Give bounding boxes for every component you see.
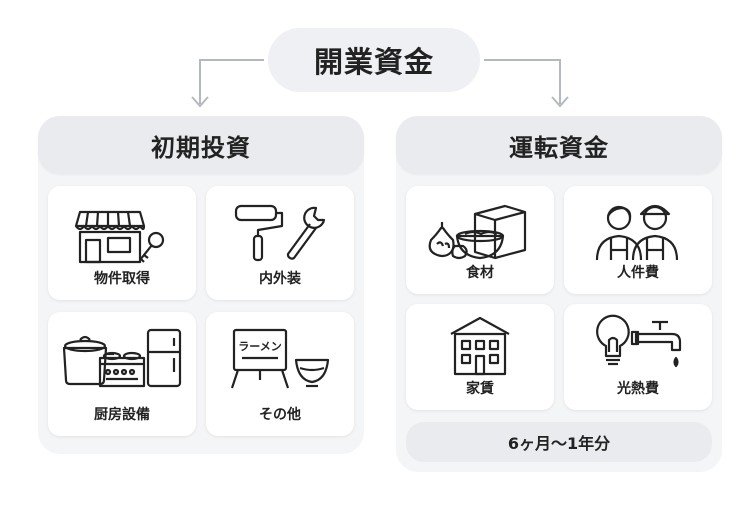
- card-label-kitchen: 厨房設備: [94, 407, 150, 423]
- card-label-interior: 内外装: [259, 271, 301, 287]
- card-label-property: 物件取得: [94, 271, 150, 287]
- card-label-ingredients: 食材: [466, 265, 494, 281]
- bulb-faucet-icon: [596, 314, 682, 368]
- building-icon: [450, 316, 510, 376]
- card-label-utilities: 光熱費: [617, 381, 659, 397]
- card-label-labor: 人件費: [617, 265, 659, 281]
- card-property: 物件取得: [48, 186, 196, 300]
- initial-investment-heading: 初期投資: [38, 116, 364, 174]
- card-label-rent: 家賃: [466, 381, 494, 397]
- paint-roller-wrench-icon: [234, 204, 326, 262]
- card-utilities: 光熱費: [564, 304, 712, 410]
- sign-text: ラーメン: [238, 340, 282, 353]
- ingredients-icon: [428, 204, 527, 260]
- card-ingredients: 食材: [406, 186, 554, 294]
- operating-funds-heading: 運転資金: [396, 116, 722, 174]
- storefront-key-icon: [74, 210, 165, 264]
- staff-icon: [595, 204, 679, 261]
- card-interior: 内外装: [206, 186, 354, 300]
- sign-bowl-icon: ラーメン: [230, 328, 330, 389]
- kitchen-equipment-icon: [62, 328, 182, 388]
- card-rent: 家賃: [406, 304, 554, 410]
- duration-badge: 6ヶ月〜1年分: [406, 422, 712, 462]
- card-other: ラーメン その他: [206, 312, 354, 436]
- operating-funds-section: [396, 116, 722, 472]
- page-title: 開業資金: [268, 28, 480, 92]
- card-label-other: その他: [259, 407, 301, 423]
- card-kitchen: 厨房設備: [48, 312, 196, 436]
- card-labor: 人件費: [564, 186, 712, 294]
